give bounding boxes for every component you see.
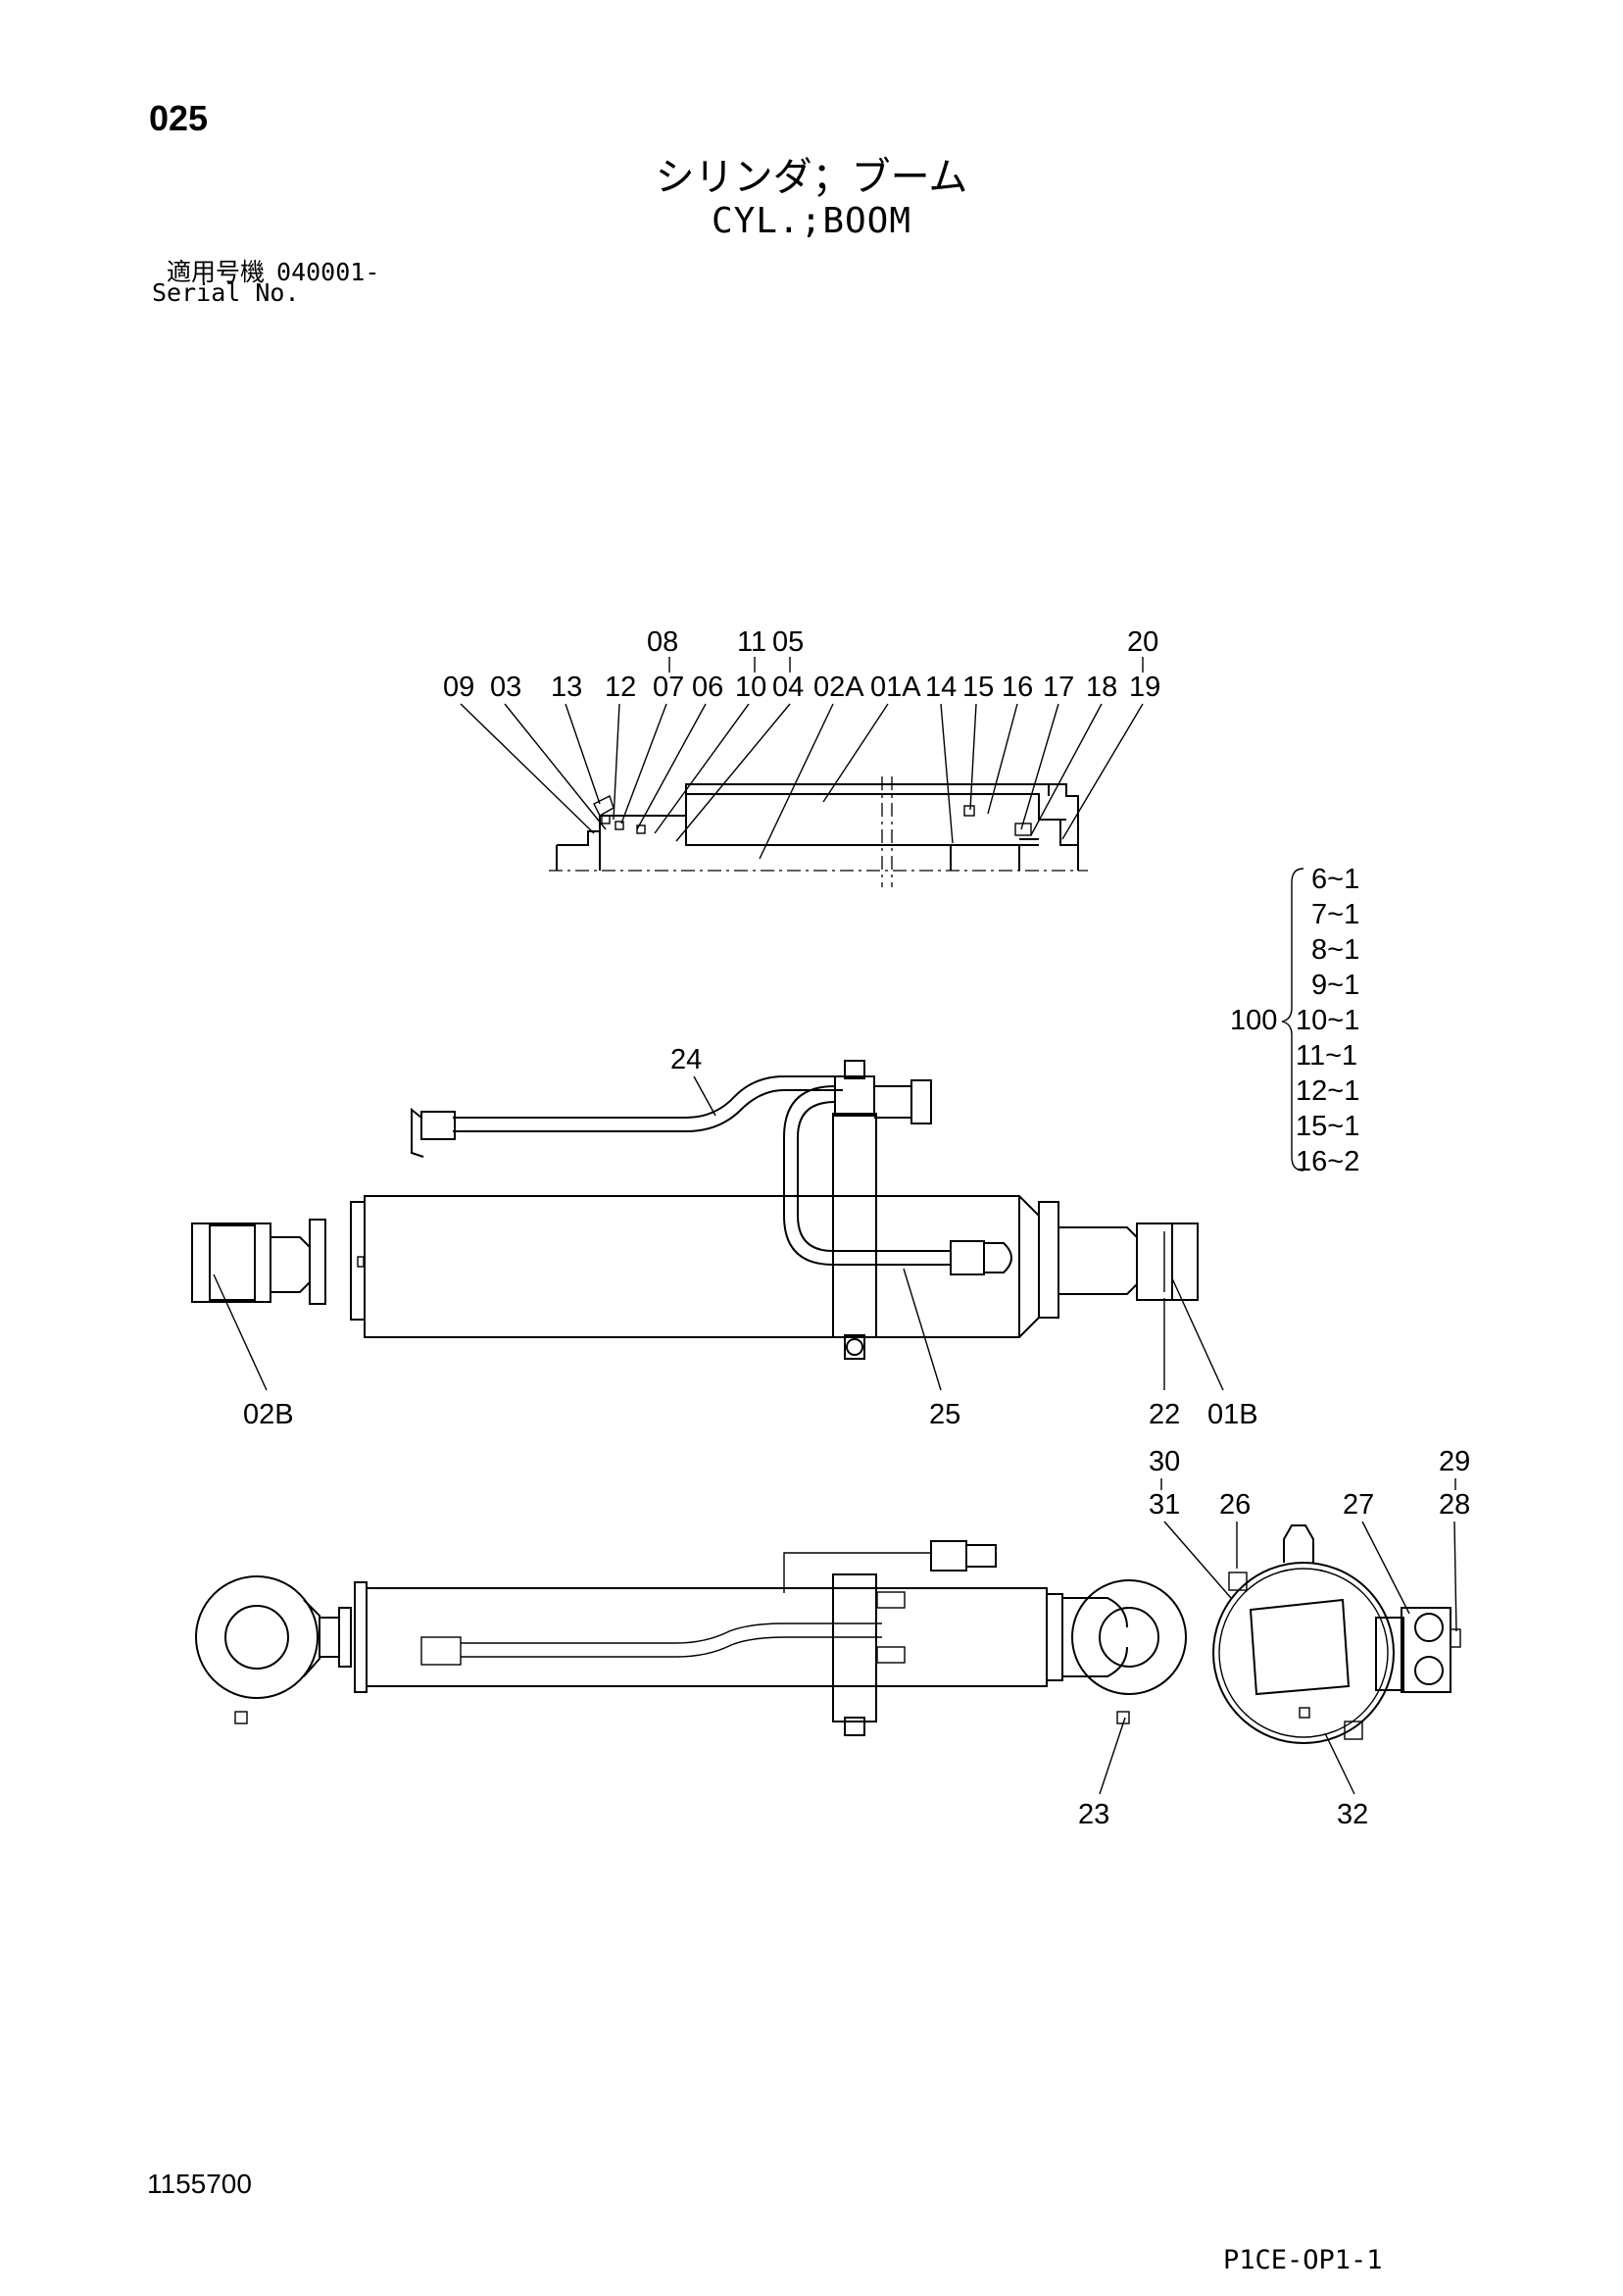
kit-item-8: 15~1 (1296, 1111, 1359, 1142)
callout-20: 20 (1127, 626, 1158, 658)
callout-22: 22 (1149, 1399, 1180, 1430)
callout-32: 32 (1337, 1799, 1368, 1830)
title-japanese: シリンダ；ブーム (655, 155, 968, 200)
callout-01b: 01B (1207, 1399, 1258, 1430)
kit-list: 100 6~1 7~1 8~1 9~1 10~1 11~1 12~1 15~1 … (1230, 864, 1359, 1177)
callout-11: 11 (737, 626, 766, 658)
callout-24: 24 (670, 1044, 702, 1075)
callout-07: 07 (653, 672, 684, 703)
section-view: 08 11 05 20 09 03 13 12 07 06 10 04 02A … (443, 626, 1160, 887)
page-number: 025 (149, 98, 209, 138)
callout-10: 10 (735, 672, 766, 703)
serial-label-jp: 適用号機 (167, 258, 266, 286)
callout-16: 16 (1002, 672, 1033, 703)
callout-29: 29 (1439, 1446, 1470, 1477)
callout-12: 12 (605, 672, 636, 703)
title-english: CYL.;BOOM (711, 201, 912, 241)
kit-item-2: 7~1 (1311, 899, 1359, 930)
callout-27: 27 (1343, 1489, 1374, 1521)
callout-14: 14 (925, 672, 957, 703)
kit-item-7: 12~1 (1296, 1075, 1359, 1107)
callout-23: 23 (1078, 1799, 1109, 1830)
callout-01a: 01A (870, 672, 921, 703)
serial-range: 適用号機 040001- (167, 253, 379, 288)
callout-19: 19 (1129, 672, 1160, 703)
side-view: 24 02B 25 22 01B (191, 1044, 1258, 1430)
kit-item-1: 6~1 (1311, 864, 1359, 895)
callout-28: 28 (1439, 1489, 1470, 1521)
callout-13: 13 (551, 672, 582, 703)
end-view: 30 31 26 27 29 28 32 (1149, 1446, 1470, 1830)
callout-15: 15 (962, 672, 994, 703)
callout-05: 05 (772, 626, 804, 658)
callout-17: 17 (1043, 672, 1074, 703)
kit-item-9: 16~2 (1296, 1146, 1359, 1177)
kit-item-4: 9~1 (1311, 970, 1359, 1001)
kit-item-6: 11~1 (1296, 1040, 1357, 1072)
callout-30: 30 (1149, 1446, 1180, 1477)
catalog-code: P1CE-OP1-1 (1223, 2245, 1383, 2275)
callout-18: 18 (1086, 672, 1117, 703)
callout-06: 06 (692, 672, 723, 703)
serial-label-en: Serial No. (152, 278, 300, 307)
kit-number: 100 (1230, 1005, 1277, 1036)
serial-value: 040001- (276, 258, 380, 286)
callout-03: 03 (490, 672, 521, 703)
callout-09: 09 (443, 672, 474, 703)
drawing-number: 1155700 (147, 2169, 252, 2199)
callout-02a: 02A (813, 672, 864, 703)
callout-08: 08 (647, 626, 678, 658)
callout-25: 25 (929, 1399, 960, 1430)
kit-item-5: 10~1 (1296, 1005, 1359, 1036)
callout-02b: 02B (243, 1399, 294, 1430)
callout-04: 04 (772, 672, 804, 703)
kit-item-3: 8~1 (1311, 934, 1359, 966)
callout-26: 26 (1219, 1489, 1251, 1521)
top-view: 23 (195, 1540, 1187, 1830)
callout-31: 31 (1149, 1489, 1180, 1521)
